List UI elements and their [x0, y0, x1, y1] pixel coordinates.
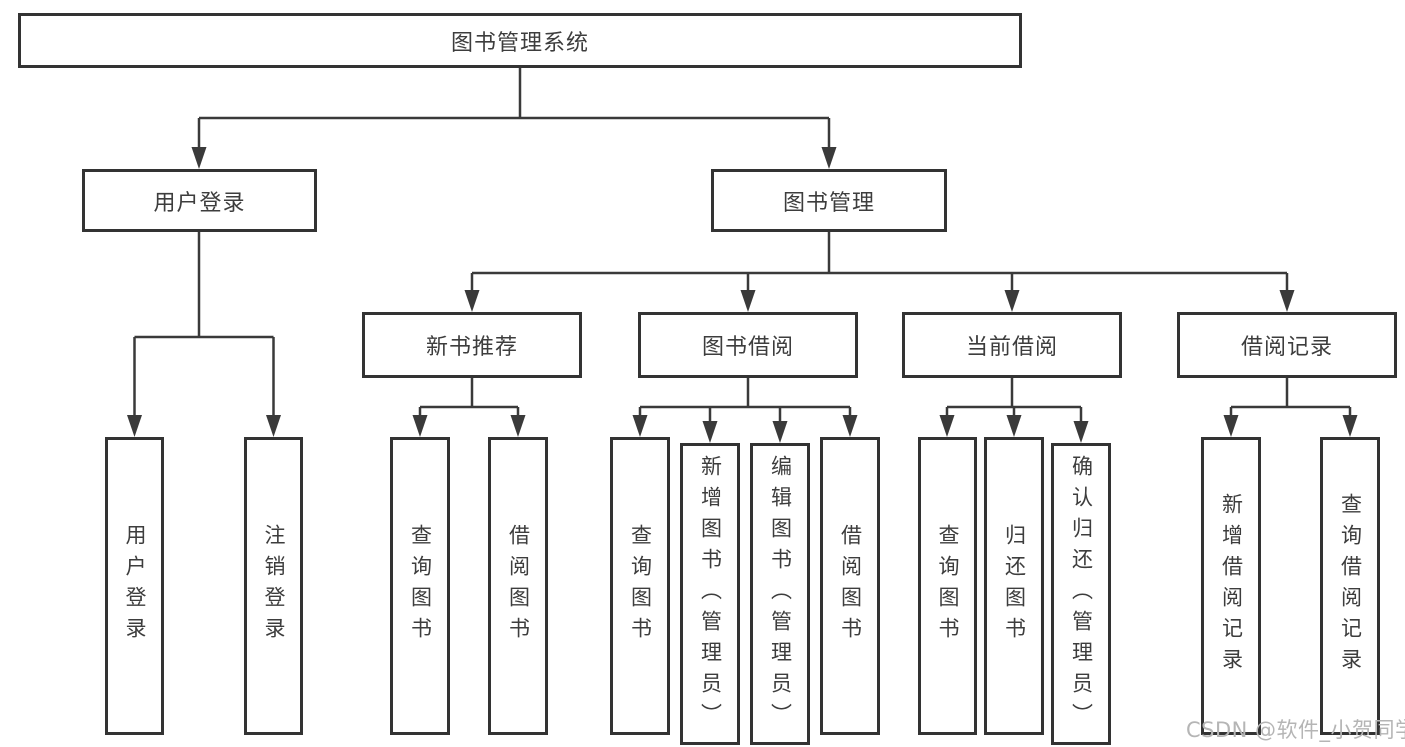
leaf-edit-book-admin: 编辑图书（管理员） — [750, 443, 810, 745]
leaf-user-login: 用户登录 — [105, 437, 164, 735]
leaf-query-books-2: 查询图书 — [610, 437, 670, 735]
watermark: CSDN @软件_小贺同学 — [1186, 718, 1405, 742]
node-new-book-recommend: 新书推荐 — [362, 312, 582, 378]
node-current-borrow: 当前借阅 — [902, 312, 1122, 378]
node-new-book-recommend-label: 新书推荐 — [425, 335, 518, 360]
node-book-management: 图书管理 — [711, 169, 947, 232]
node-borrow-records-label: 借阅记录 — [1240, 335, 1333, 360]
node-book-borrow: 图书借阅 — [638, 312, 858, 378]
leaf-query-books-3: 查询图书 — [918, 437, 977, 735]
node-book-management-label: 图书管理 — [782, 190, 875, 216]
leaf-add-borrow-record: 新增借阅记录 — [1201, 437, 1261, 735]
leaf-borrow-books-1: 借阅图书 — [488, 437, 548, 735]
leaf-query-books-1: 查询图书 — [390, 437, 450, 735]
leaf-confirm-return-admin: 确认归还（管理员） — [1051, 443, 1111, 745]
node-root-label: 图书管理系统 — [450, 30, 589, 56]
node-user-login-label: 用户登录 — [153, 190, 246, 216]
node-current-borrow-label: 当前借阅 — [965, 335, 1058, 360]
node-book-borrow-label: 图书借阅 — [701, 335, 794, 360]
leaf-borrow-books-2: 借阅图书 — [820, 437, 880, 735]
leaf-query-borrow-record: 查询借阅记录 — [1320, 437, 1380, 735]
arrowheads — [127, 147, 1358, 443]
leaf-add-book-admin: 新增图书（管理员） — [680, 443, 740, 745]
node-user-login: 用户登录 — [82, 169, 317, 232]
node-borrow-records: 借阅记录 — [1177, 312, 1397, 378]
leaf-logout: 注销登录 — [244, 437, 303, 735]
node-root: 图书管理系统 — [18, 13, 1022, 68]
leaf-return-book: 归还图书 — [984, 437, 1044, 735]
